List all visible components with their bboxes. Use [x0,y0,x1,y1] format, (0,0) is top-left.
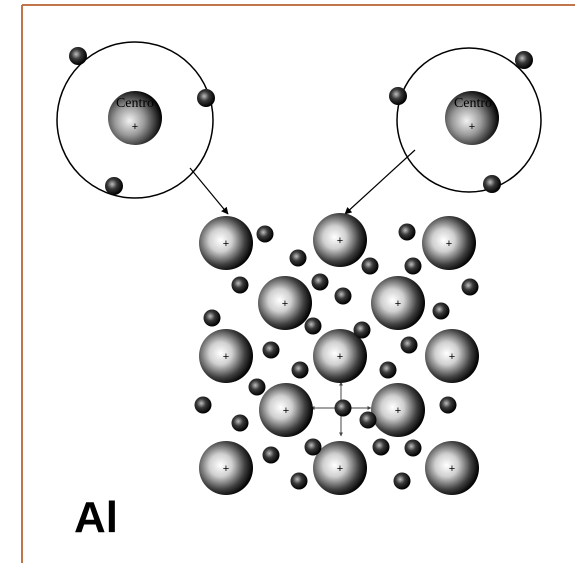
metal-ion: + [258,276,312,330]
metal-lattice: + + + + + + + + + + + + + [194,213,479,495]
ion-charge: + [337,351,343,363]
valence-electron [197,89,215,107]
metal-ion: + [313,441,367,495]
free-electron [248,378,266,396]
free-electron [194,396,212,414]
free-electron [231,276,249,294]
arrow-right-atom-to-lattice [344,149,416,215]
free-electron [311,273,329,291]
metal-ion: + [313,213,367,267]
ion-charge: + [337,463,343,475]
atom-nucleus [445,91,499,145]
free-electron [231,414,249,432]
nucleus-label: Centro [116,96,154,111]
free-electron [256,225,274,243]
metal-ion-body [425,441,479,495]
metal-ion: + [199,216,253,270]
ion-charge: + [223,463,229,475]
ion-charge: + [223,351,229,363]
metal-ion-body [371,276,425,330]
ion-charge: + [395,298,401,310]
ion-charge: + [446,238,452,250]
ion-charge: + [395,405,401,417]
free-electron [304,438,322,456]
arrow-left-atom-to-lattice [189,167,229,215]
free-electron [379,361,397,379]
free-electron [393,472,411,490]
metal-ion: + [199,329,253,383]
nucleus-label: Centro [454,96,492,111]
free-electron [203,309,221,327]
free-electron [334,287,352,305]
metal-ion-body [425,329,479,383]
valence-electron [515,51,533,69]
valence-electron [69,47,87,65]
free-electron [289,249,307,267]
metal-ion-body [422,216,476,270]
nucleus-charge: + [132,121,138,133]
free-electron [334,399,352,417]
valence-electron [483,175,501,193]
metal-ion-body [313,329,367,383]
element-symbol: Al [74,493,118,542]
metal-ion: + [259,383,313,437]
free-electron [291,361,309,379]
electron-orbit [396,47,542,193]
metal-ion: + [371,383,425,437]
ion-charge: + [223,238,229,250]
metal-ion-body [313,213,367,267]
ion-charge: + [283,405,289,417]
free-electron [398,223,416,241]
metal-ion: + [371,276,425,330]
atom-nucleus [108,91,162,145]
aluminium-atom-left: Centro + [56,41,215,199]
free-electron [359,411,377,429]
metal-ion: + [313,329,367,383]
free-electron [432,302,450,320]
free-electron [262,341,280,359]
aluminium-atom-right: Centro + [389,47,542,193]
metal-ion-body [258,276,312,330]
metal-ion-body [199,216,253,270]
metal-ion-body [313,441,367,495]
free-electron [290,472,308,490]
ion-charge: + [337,235,343,247]
metal-ion: + [199,441,253,495]
free-electron [439,396,457,414]
metal-ion: + [425,329,479,383]
metal-ion-body [259,383,313,437]
metal-ion: + [425,441,479,495]
valence-electron [105,177,123,195]
free-electron [304,317,322,335]
ion-charge: + [282,298,288,310]
free-electron [400,336,418,354]
ion-charge: + [449,463,455,475]
nucleus-charge: + [469,121,475,133]
ion-charge: + [449,351,455,363]
free-electron [361,257,379,275]
metal-ion-body [199,329,253,383]
free-electron [353,321,371,339]
free-electron [404,257,422,275]
metal-ion: + [422,216,476,270]
metal-ion-body [371,383,425,437]
free-electron [372,438,390,456]
valence-electron [389,87,407,105]
free-electron [262,446,280,464]
electron-orbit [56,41,214,199]
free-electron [404,439,422,457]
metal-ion-body [199,441,253,495]
free-electron [461,278,479,296]
